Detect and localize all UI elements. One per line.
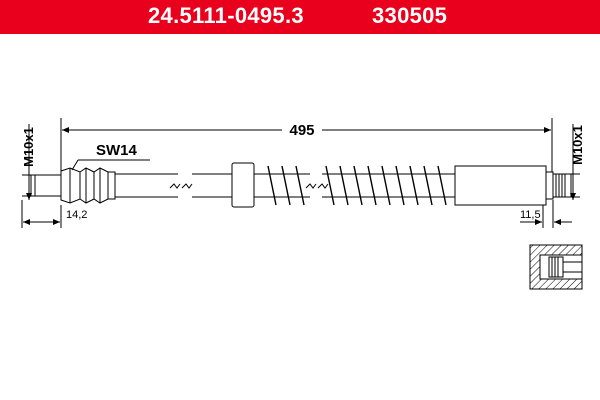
- hose-body: [115, 173, 232, 198]
- right-offset-label: 11,5: [520, 209, 541, 221]
- title-bar: 24.5111-0495.3 330505: [0, 0, 600, 34]
- port-detail-view: [529, 244, 583, 290]
- part-number: 24.5111-0495.3: [148, 3, 304, 28]
- alt-part-number: 330505: [372, 3, 448, 28]
- left-thread-label: M10x1: [21, 127, 36, 167]
- right-thread-label: M10x1: [570, 125, 585, 165]
- left-offset-dimension: [21, 200, 62, 228]
- right-fitting: [454, 165, 572, 206]
- right-offset-dimension: [520, 200, 572, 228]
- wrench-size-leader: [71, 159, 79, 171]
- left-fitting: [30, 167, 116, 204]
- left-offset-label: 14,2: [66, 209, 87, 221]
- length-dimension: [60, 118, 553, 172]
- center-nut: [231, 162, 255, 208]
- spring-guard: [254, 165, 455, 206]
- wrench-size-label: SW14: [96, 142, 138, 159]
- length-label: 495: [289, 122, 314, 139]
